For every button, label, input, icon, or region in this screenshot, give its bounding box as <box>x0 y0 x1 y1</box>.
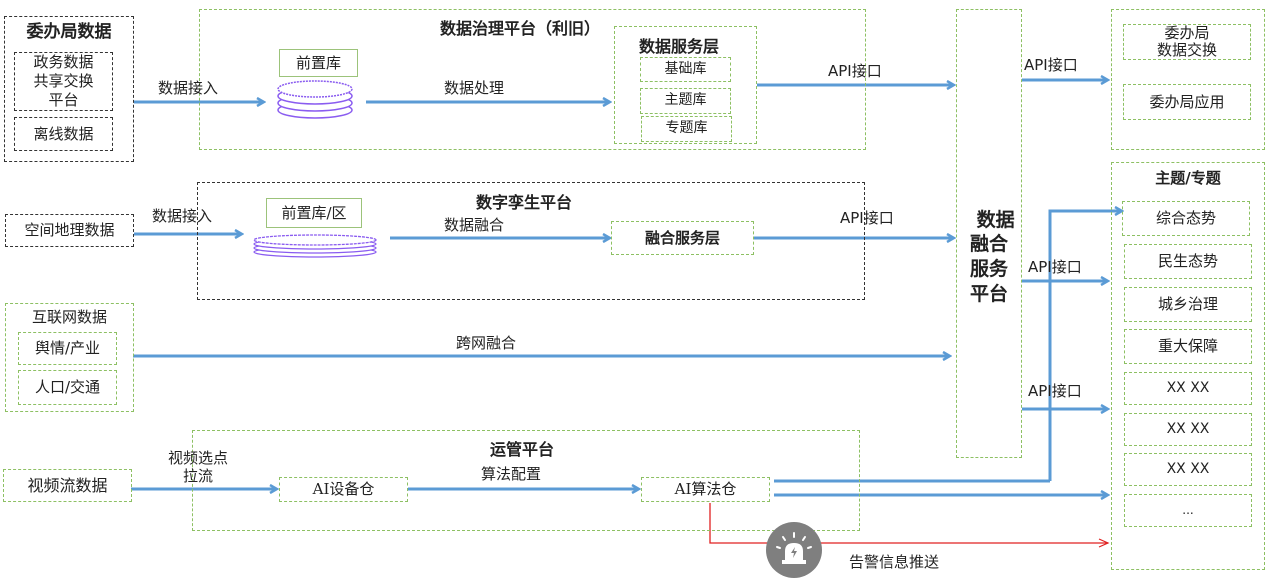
source-internet-title: 互联网数据 <box>31 307 107 326</box>
platform-ops-title: 运管平台 <box>490 440 555 459</box>
fusion-service-layer: 融合服务层 <box>611 221 754 255</box>
target-wbj <box>1111 9 1265 150</box>
platform-governance <box>199 9 866 150</box>
source-internet <box>5 303 134 412</box>
platform-twin-title: 数字孪生平台 <box>476 193 573 212</box>
platform-governance-title: 数据治理平台（利旧） <box>440 19 601 38</box>
label-api-out2: API接口 <box>1028 258 1082 276</box>
label-fuse: 数据融合 <box>444 216 505 234</box>
label-video-pull: 视频选点 拉流 <box>167 449 228 485</box>
platform-fusion-title: 数据 融合 服务 平台 <box>969 208 1015 305</box>
service-layer <box>614 26 757 144</box>
label-api-out1: API接口 <box>1024 56 1078 74</box>
topic-item: XX XX <box>1124 372 1252 405</box>
label-cross-net: 跨网融合 <box>456 334 517 352</box>
db-icon-governance <box>277 80 353 119</box>
source-wbj-item-offline: 离线数据 <box>14 117 113 151</box>
source-wbj-title: 委办局数据 <box>26 22 112 43</box>
alarm-icon <box>766 522 822 578</box>
ai-algorithm-warehouse: AI算法仓 <box>641 477 770 502</box>
source-video: 视频流数据 <box>3 469 132 502</box>
label-ingest2: 数据接入 <box>152 207 213 225</box>
target-topics <box>1111 162 1265 570</box>
topic-item: 城乡治理 <box>1124 287 1252 322</box>
source-internet-item-population: 人口/交通 <box>18 370 117 405</box>
topic-item: XX XX <box>1124 453 1252 486</box>
label-alarm: 告警信息推送 <box>849 553 940 571</box>
platform-twin <box>197 182 865 300</box>
source-spatial: 空间地理数据 <box>5 214 134 247</box>
alarm-line <box>709 503 1110 548</box>
front-db-governance: 前置库 <box>279 49 358 77</box>
target-wbj-exchange: 委办局 数据交换 <box>1123 24 1251 60</box>
platform-fusion <box>956 9 1022 458</box>
label-api2: API接口 <box>840 209 894 227</box>
service-item-theme: 主题库 <box>640 88 731 114</box>
service-layer-title: 数据服务层 <box>639 37 720 56</box>
label-process: 数据处理 <box>444 79 505 97</box>
topic-item: 重大保障 <box>1124 329 1252 364</box>
service-item-special: 专题库 <box>641 116 732 142</box>
source-internet-item-sentiment: 舆情/产业 <box>18 332 117 365</box>
front-db-twin: 前置库/区 <box>266 198 362 228</box>
service-item-base: 基础库 <box>640 57 731 82</box>
label-ingest1: 数据接入 <box>158 79 219 97</box>
topic-item: 民生态势 <box>1124 244 1252 279</box>
ai-device-warehouse: AI设备仓 <box>279 477 408 502</box>
label-api1: API接口 <box>828 62 882 80</box>
label-api-out3: API接口 <box>1028 382 1082 400</box>
source-wbj-item-exchange: 政务数据 共享交换 平台 <box>14 52 113 111</box>
db-icon-twin <box>253 234 377 258</box>
label-algo-config: 算法配置 <box>481 465 542 483</box>
platform-ops <box>192 430 860 531</box>
topic-item: ... <box>1124 494 1252 527</box>
topic-item: XX XX <box>1124 413 1252 446</box>
target-topics-title: 主题/专题 <box>1155 168 1221 187</box>
source-wbj <box>4 16 134 162</box>
topic-item: 综合态势 <box>1122 201 1250 236</box>
target-wbj-app: 委办局应用 <box>1123 84 1251 120</box>
arrow-topic-branch <box>1048 211 1122 481</box>
